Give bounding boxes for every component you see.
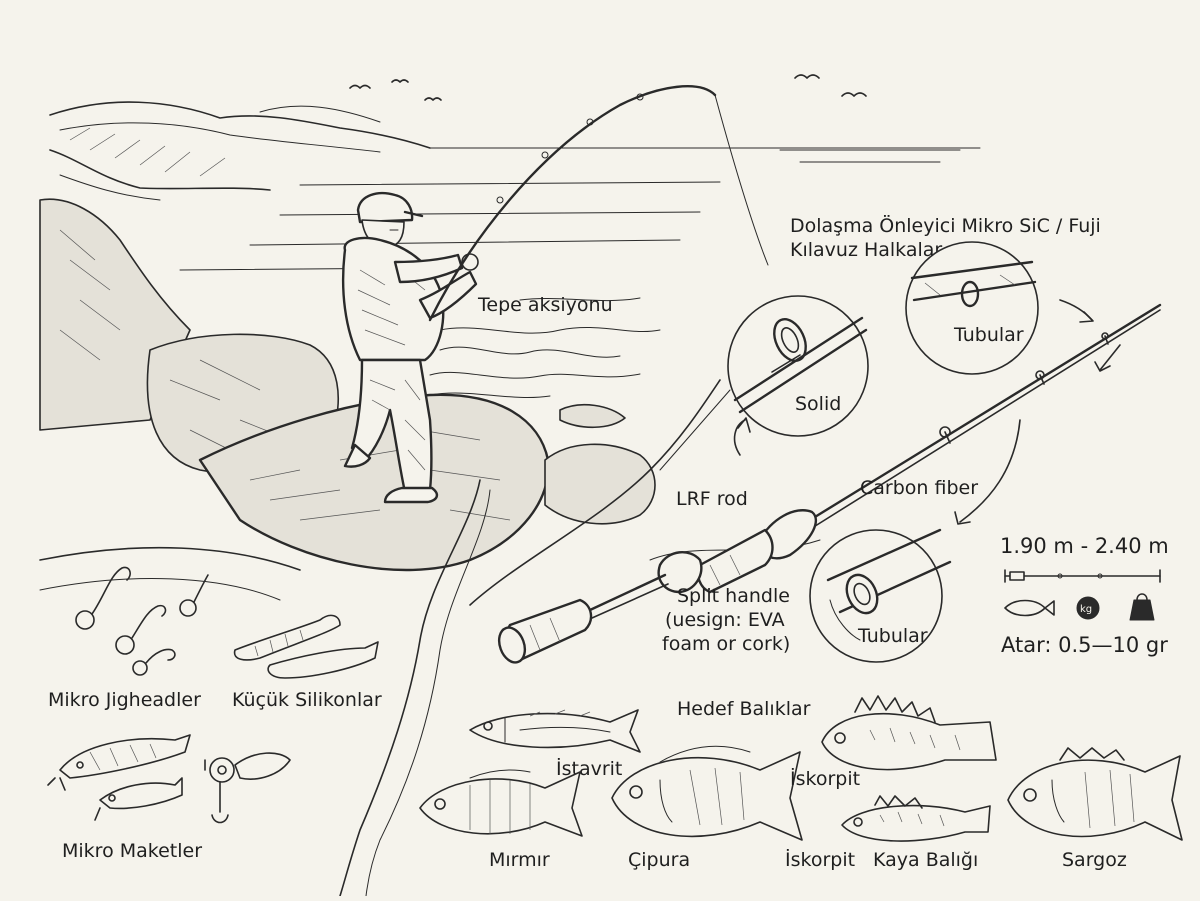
guides-title: Dolaşma Önleyici Mikro SiC / Fuji Kılavu… <box>790 214 1101 261</box>
lrf-arrow-head <box>737 417 751 433</box>
jighead-sketches: Mikro Jigheadler <box>48 566 209 711</box>
label-carbon-fiber: Carbon fiber <box>860 477 978 499</box>
label-handle-line3: foam or cork) <box>662 633 790 655</box>
lrf-rod <box>497 303 1162 664</box>
label-kaya-baligi: Kaya Balığı <box>873 849 978 871</box>
coastline <box>49 101 431 201</box>
label-sargoz: Sargoz <box>1062 849 1127 871</box>
label-lrf-rod: LRF rod <box>676 488 748 510</box>
label-tip-solid: Solid <box>795 393 841 415</box>
horizon-sea <box>179 147 981 399</box>
fish-sargoz: Sargoz <box>1007 747 1183 871</box>
fish-mirmir: Mırmır <box>419 769 583 871</box>
label-length: 1.90 m - 2.40 m <box>1000 534 1169 558</box>
label-guides-line2: Kılavuz Halkalar <box>790 239 942 261</box>
label-handle-line1: Split handle <box>677 585 790 607</box>
seagulls <box>349 74 867 101</box>
angler-figure <box>341 191 479 504</box>
label-blank-tubular: Tubular <box>857 625 928 647</box>
label-soft-baits: Küçük Silikonlar <box>232 689 382 711</box>
soft-bait-sketches: Küçük Silikonlar <box>232 614 382 711</box>
rock-crack <box>39 379 821 897</box>
label-istavrit: İstavrit <box>556 757 622 780</box>
label-cipura: Çipura <box>628 849 690 871</box>
label-jigheads: Mikro Jigheadler <box>48 689 201 711</box>
fish-iskorpit-top: İskorpit <box>790 695 997 790</box>
fish-istavrit: İstavrit <box>469 709 641 780</box>
rod-specs: 1.90 m - 2.40 m kg Atar: 0.5—10 gr <box>1000 534 1169 657</box>
label-tip-action: Tepe aksiyonu <box>477 294 613 316</box>
label-iskorpit-top: İskorpit <box>790 767 860 790</box>
label-hard-baits: Mikro Maketler <box>62 840 202 862</box>
label-target-fish: Hedef Balıklar <box>677 698 811 720</box>
carbon-arrow <box>959 419 1021 523</box>
label-cast-weight: Atar: 0.5—10 gr <box>1001 633 1168 657</box>
rocks-left <box>39 198 656 572</box>
label-guides-line1: Dolaşma Önleyici Mikro SiC / Fuji <box>790 214 1101 237</box>
label-iskorpit-bottom: İskorpit <box>785 848 855 871</box>
carbon-arrow-head <box>954 511 971 525</box>
label-mirmir: Mırmır <box>489 849 550 871</box>
label-tip-tubular: Tubular <box>953 324 1024 346</box>
label-handle-line2: (uesign: EVA <box>665 609 785 631</box>
hard-bait-sketches: Mikro Maketler <box>47 734 291 862</box>
solid-tip-leader <box>659 389 731 471</box>
label-kg: kg <box>1080 604 1092 615</box>
fish-cipura: Çipura <box>611 745 803 871</box>
fish-iskorpit-bottom: İskorpit <box>785 795 991 871</box>
angler-rod <box>428 85 769 322</box>
tubular-blank-detail: Tubular <box>809 528 952 663</box>
solid-tip-detail: Solid <box>727 295 869 437</box>
tubular-tip-detail: Tubular <box>905 241 1094 375</box>
handle-caption: Split handle (uesign: EVA foam or cork) <box>662 585 790 655</box>
